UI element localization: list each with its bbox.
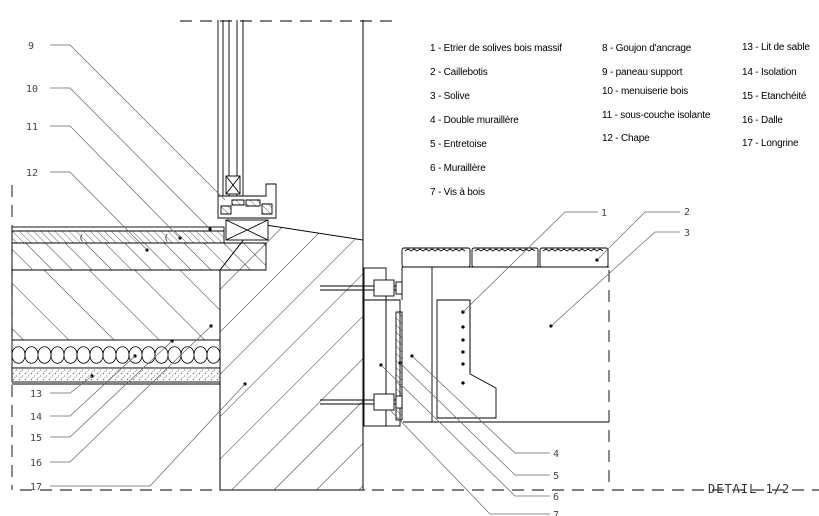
- callout-1: 1: [601, 208, 607, 219]
- legend-item-13: 13 - Lit de sable: [742, 42, 810, 53]
- callout-6: 6: [553, 492, 559, 503]
- legend-item-16: 16 - Dalle: [742, 115, 783, 126]
- callout-9: 9: [28, 41, 34, 52]
- slab-layer: [11, 269, 221, 341]
- leader-lines: [50, 44, 680, 515]
- callout-11: 11: [26, 122, 38, 133]
- legend-item-17: 17 - Longrine: [742, 138, 799, 149]
- legend-item-8: 8 - Goujon d'ancrage: [602, 43, 692, 54]
- callout-3: 3: [684, 228, 690, 239]
- legend-item-7: 7 - Vis à bois: [430, 187, 485, 198]
- legend-item-10: 10 - menuiserie bois: [602, 86, 689, 97]
- joist-hanger: [436, 299, 497, 419]
- callout-10: 10: [26, 84, 38, 95]
- chape-layer: [11, 242, 267, 271]
- callout-2: 2: [684, 207, 690, 218]
- callouts-left: 9 10 11 12 13 14 15 16 17: [26, 41, 42, 493]
- svg-text:(: (: [80, 233, 83, 242]
- callout-13: 13: [30, 389, 42, 400]
- legend-item-14: 14 - Isolation: [742, 67, 797, 78]
- legend-item-11: 11 - sous-couche isolante: [602, 110, 711, 121]
- callout-14: 14: [30, 412, 42, 423]
- window-frame: [217, 20, 277, 241]
- callouts-right: 1 2 3 4 5 6 7: [553, 207, 690, 516]
- legend-item-12: 12 - Chape: [602, 133, 650, 144]
- floor-boards: ( (: [11, 226, 225, 244]
- insulation-layer: [11, 339, 221, 369]
- legend-item-1: 1 - Etrier de solives bois massif: [430, 43, 562, 54]
- callout-7: 7: [553, 510, 559, 516]
- legend-item-2: 2 - Caillebotis: [430, 67, 488, 78]
- legend-item-5: 5 - Entretoise: [430, 139, 487, 150]
- legend-item-3: 3 - Solive: [430, 91, 470, 102]
- anchor-bolts: [320, 279, 403, 411]
- sand-bed-layer: [11, 367, 221, 383]
- legend-item-15: 15 - Etanchéité: [742, 91, 807, 102]
- joist: [401, 266, 609, 423]
- legend-item-9: 9 - paneau support: [602, 67, 683, 78]
- svg-text:(: (: [165, 233, 168, 242]
- callout-15: 15: [30, 433, 42, 444]
- callout-4: 4: [553, 449, 559, 460]
- deck-boards: [401, 247, 609, 268]
- detail-title: DETAIL 1/2: [708, 482, 790, 496]
- callout-12: 12: [26, 168, 38, 179]
- callout-5: 5: [553, 471, 559, 482]
- legend-item-4: 4 - Double muraillère: [430, 115, 519, 126]
- legend-item-6: 6 - Muraillère: [430, 163, 486, 174]
- callout-17: 17: [30, 482, 42, 493]
- callout-16: 16: [30, 458, 42, 469]
